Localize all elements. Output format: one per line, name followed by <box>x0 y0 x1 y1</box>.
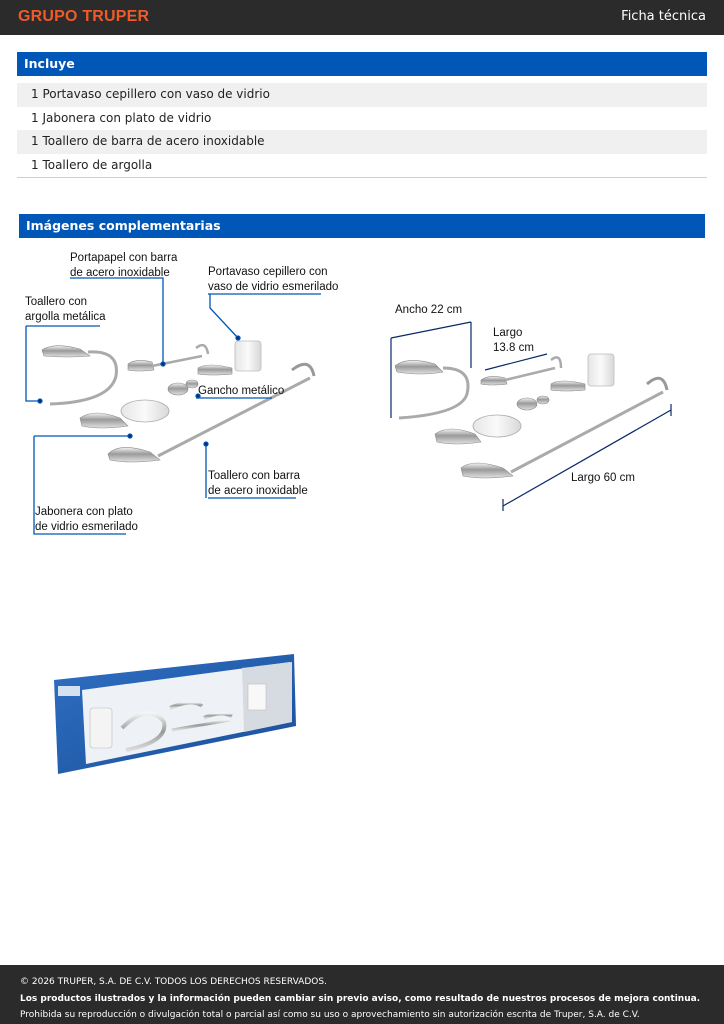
towel-bar <box>107 362 316 463</box>
paper-holder <box>127 343 210 372</box>
dimensions-illustration <box>390 321 672 511</box>
list-item: 1 Jabonera con plato de vidrio <box>31 110 212 125</box>
footer-copyright: © 2026 TRUPER, S.A. DE C.V. TODOS LOS DE… <box>20 977 327 987</box>
list-item: 1 Portavaso cepillero con vaso de vidrio <box>17 83 707 107</box>
ring-towel-holder <box>41 345 118 406</box>
bathroom-accessories-illustration <box>25 277 321 535</box>
list-item: 1 Toallero de barra de acero inoxidable <box>17 130 707 154</box>
document-type: Ficha técnica <box>621 9 706 24</box>
images-section-title: Imágenes complementarias <box>19 214 705 238</box>
list-item: 1 Toallero de argolla <box>31 157 153 172</box>
metal-hook <box>167 379 199 396</box>
soap-dish <box>79 399 170 429</box>
footer-notice: Los productos ilustrados y la informació… <box>20 993 701 1004</box>
callout-metal-hook: Gancho metálico <box>198 385 285 397</box>
brand-logo: GRUPO TRUPER <box>18 8 150 25</box>
product-box-image <box>52 650 302 775</box>
callout-lines <box>25 277 321 535</box>
footer: © 2026 TRUPER, S.A. DE C.V. TODOS LOS DE… <box>0 965 724 1024</box>
tumbler-holder <box>197 340 262 376</box>
dimension-width-label: Ancho 22 cm <box>395 304 463 316</box>
product-box-illustration <box>54 654 296 774</box>
top-bar: GRUPO TRUPER Ficha técnica <box>0 0 724 35</box>
dimension-length-large-label: Largo 60 cm <box>571 472 635 484</box>
footer-prohibition: Prohibida su reproducción o divulgación … <box>20 1010 640 1020</box>
includes-section-title: Incluye <box>17 52 707 76</box>
dimension-lines <box>390 321 672 511</box>
includes-list: 1 Portavaso cepillero con vaso de vidrio… <box>17 83 707 178</box>
